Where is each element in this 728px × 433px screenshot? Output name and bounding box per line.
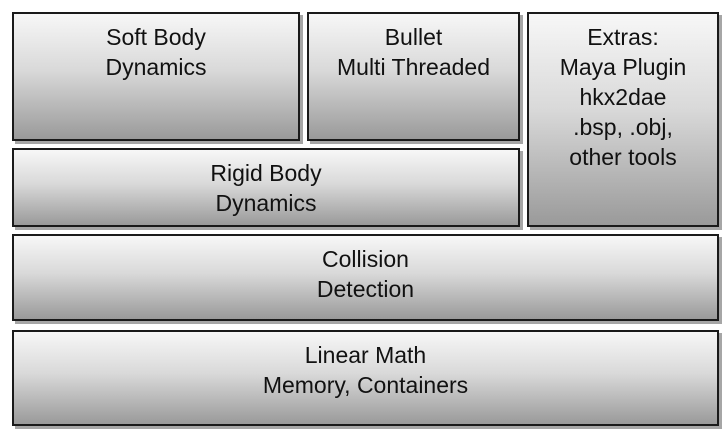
collision-detection-block: Collision Detection [12, 234, 719, 321]
linear-math-line-1: Linear Math [304, 342, 427, 368]
soft-body-dynamics-block: Soft Body Dynamics [12, 12, 300, 141]
linear-math-line-2: Memory, Containers [262, 372, 469, 398]
extras-line-4: .bsp, .obj, [573, 114, 673, 140]
extras-line-2: Maya Plugin [559, 54, 687, 80]
extras-block: Extras: Maya Plugin hkx2dae .bsp, .obj, … [527, 12, 719, 227]
bullet-line-2: Multi Threaded [337, 54, 490, 80]
extras-line-3: hkx2dae [579, 84, 667, 110]
rigid-body-line-2: Dynamics [215, 190, 317, 216]
soft-body-line-2: Dynamics [105, 54, 207, 80]
rigid-body-line-1: Rigid Body [210, 160, 322, 186]
collision-line-1: Collision [322, 246, 409, 272]
bullet-line-1: Bullet [384, 24, 443, 50]
soft-body-line-1: Soft Body [106, 24, 206, 50]
bullet-multi-threaded-block: Bullet Multi Threaded [307, 12, 520, 141]
extras-line-1: Extras: [587, 24, 659, 50]
linear-math-block: Linear Math Memory, Containers [12, 330, 719, 426]
extras-line-5: other tools [569, 144, 677, 170]
collision-line-2: Detection [316, 276, 415, 302]
rigid-body-dynamics-block: Rigid Body Dynamics [12, 148, 520, 227]
